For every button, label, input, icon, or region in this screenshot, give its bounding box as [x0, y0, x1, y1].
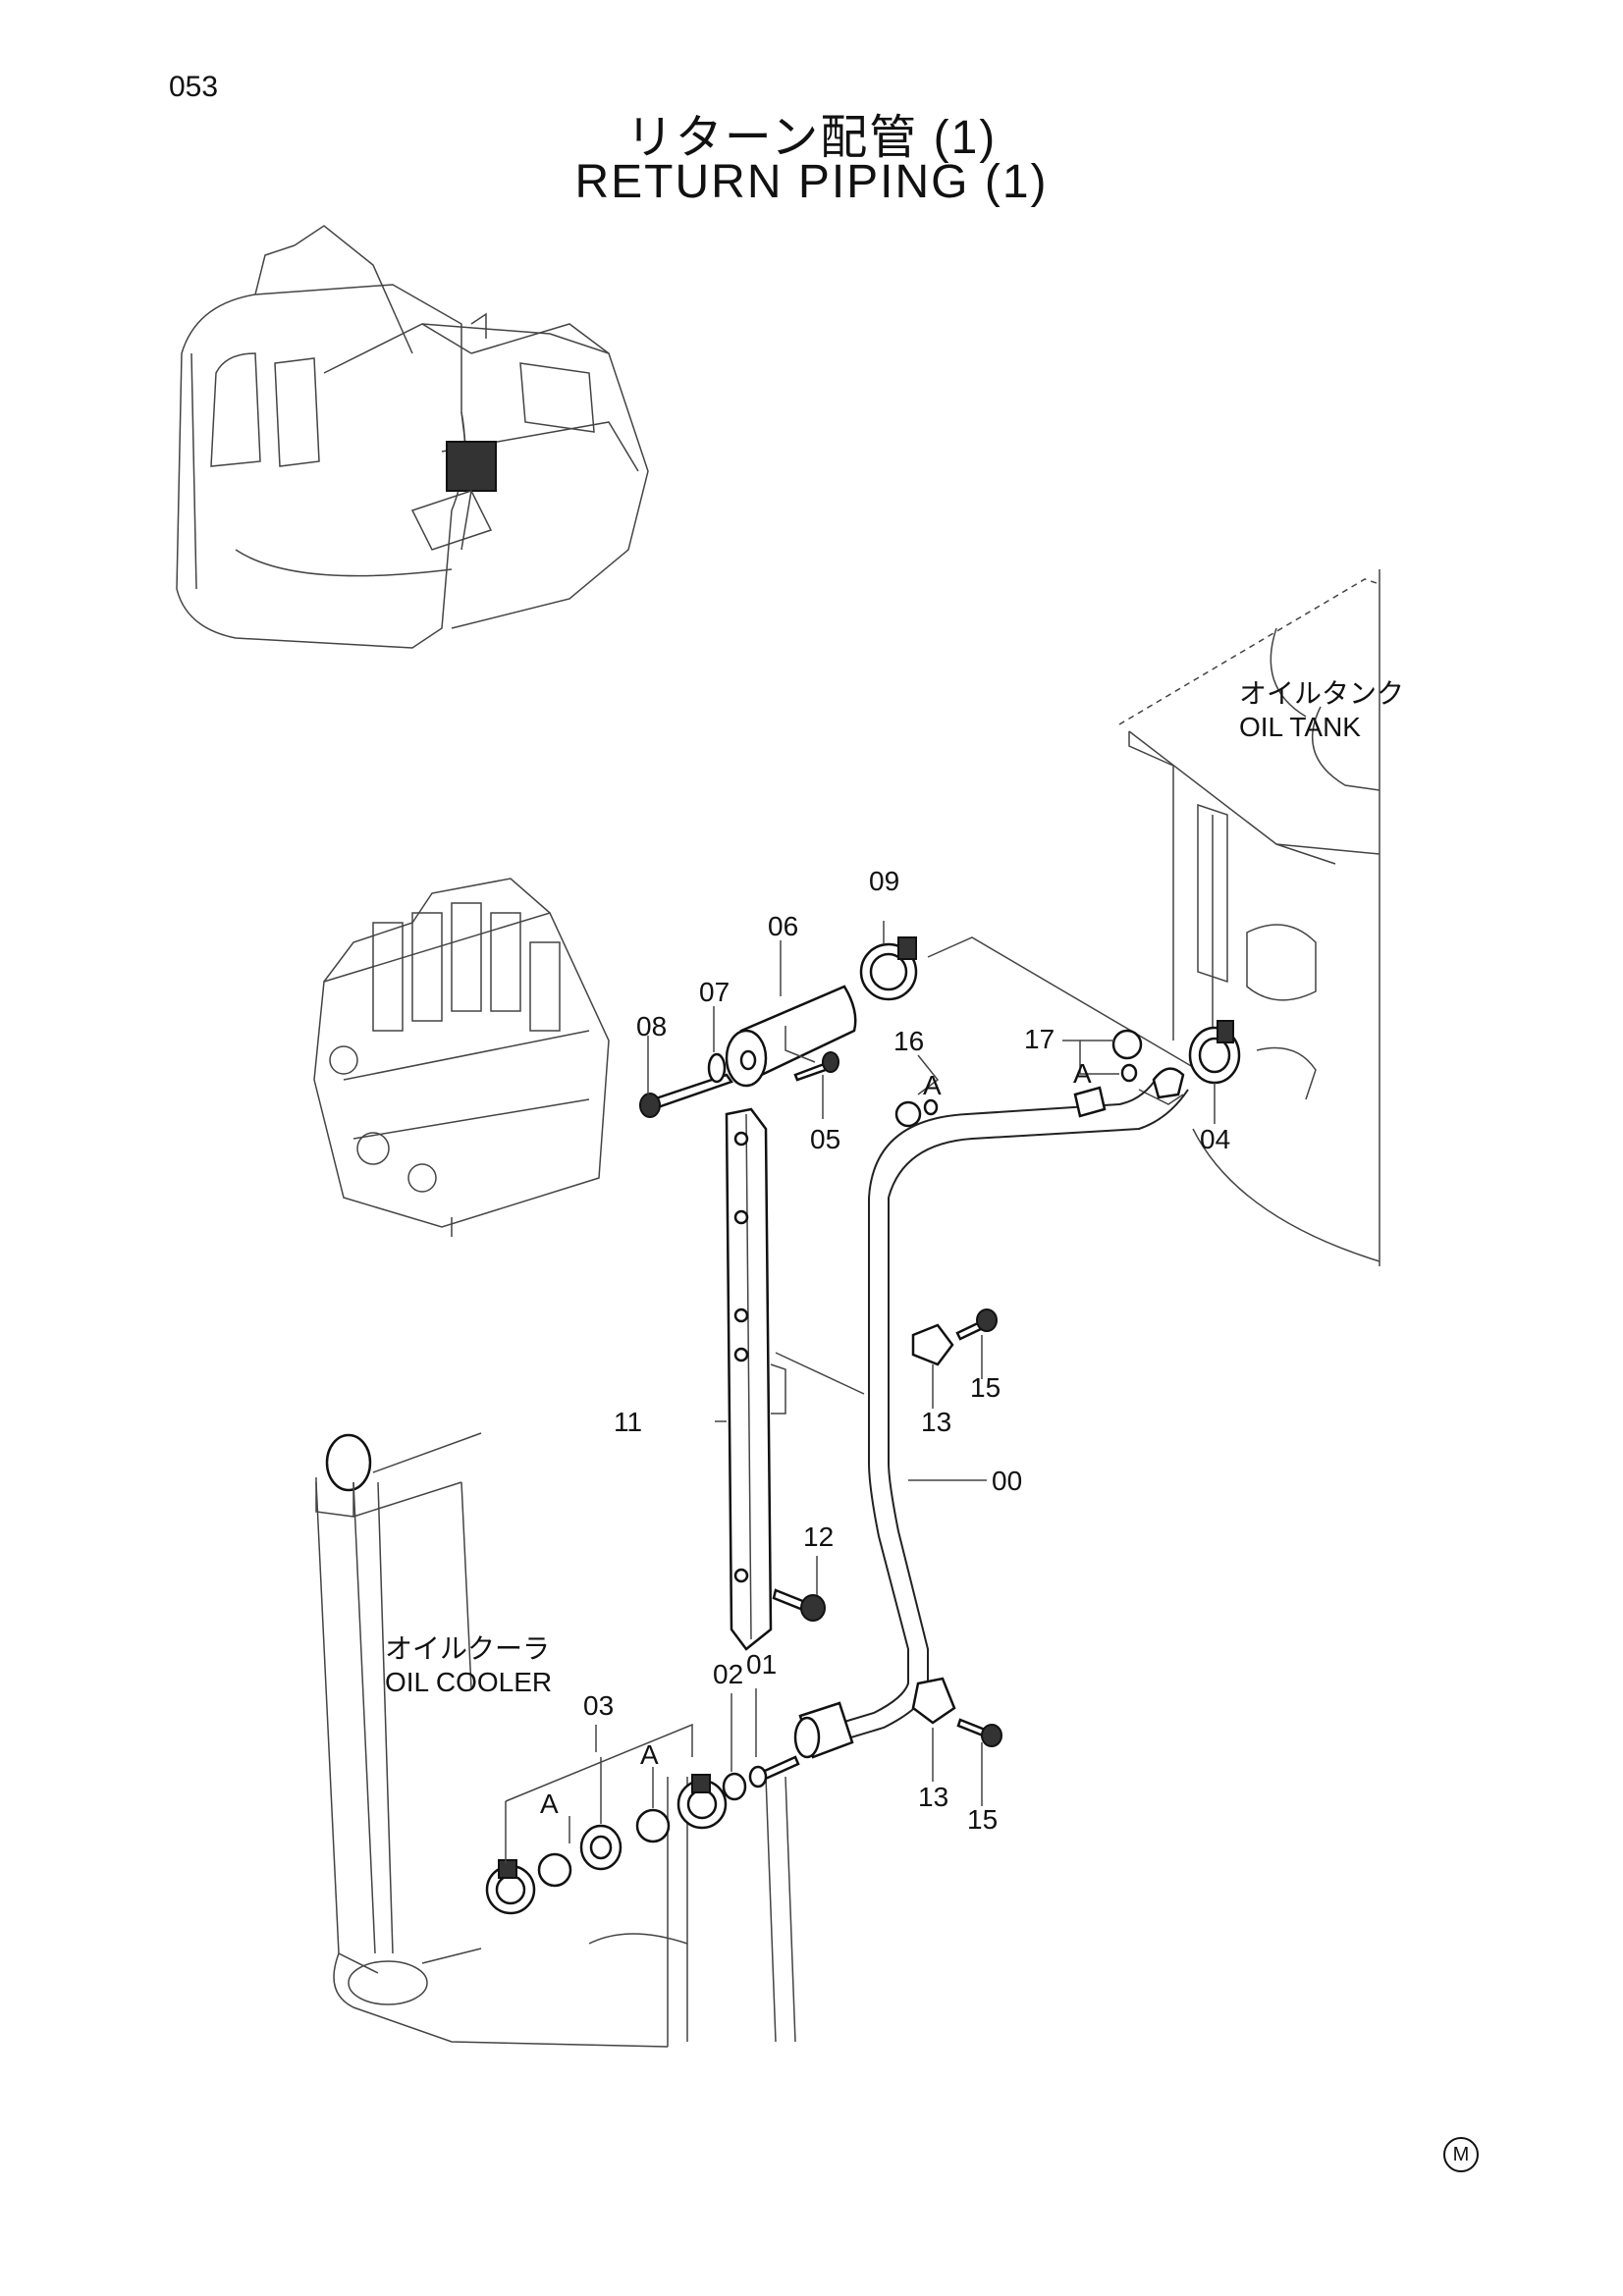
callout-13-lower: 13	[918, 1782, 949, 1812]
callout-07: 07	[699, 977, 730, 1007]
oil-cooler-label-en: OIL COOLER	[385, 1667, 553, 1697]
callout-a-16: A	[923, 1070, 942, 1100]
leader-lines	[505, 921, 1216, 1863]
excavator-thumbnail	[176, 225, 649, 649]
callout-a-17: A	[1073, 1058, 1092, 1089]
bolt-12	[772, 1588, 826, 1622]
callout-13-upper: 13	[921, 1407, 952, 1437]
callout-15-lower: 15	[967, 1804, 999, 1835]
return-pipe	[793, 1067, 1189, 1759]
page-title-english: RETURN PIPING (1)	[574, 156, 1049, 208]
bracket-11	[725, 1107, 865, 1651]
callout-12: 12	[803, 1522, 835, 1552]
callout-a-cooler-right: A	[640, 1739, 659, 1770]
clamp-09	[859, 936, 1199, 1071]
callout-11: 11	[614, 1407, 643, 1437]
callout-09: 09	[869, 866, 900, 896]
callout-03: 03	[583, 1690, 615, 1721]
callout-08: 08	[636, 1011, 668, 1041]
clamp-04-fittings	[894, 1020, 1241, 1128]
callout-02: 02	[713, 1659, 744, 1689]
callout-05: 05	[810, 1124, 841, 1154]
callout-04: 04	[1200, 1124, 1231, 1154]
page-number: 053	[169, 71, 219, 103]
page-title-japanese: リターン配管 (1)	[625, 112, 998, 164]
callout-01: 01	[746, 1649, 778, 1680]
upper-fittings	[639, 985, 857, 1118]
callout-15-upper: 15	[970, 1372, 1001, 1403]
control-valve	[313, 878, 610, 1237]
cooler-fittings	[485, 1755, 800, 1915]
oil-cooler-outline	[315, 1432, 796, 2048]
copyright-mark: M	[1443, 2137, 1479, 2172]
oil-cooler-label-ja: オイルクーラ	[385, 1633, 551, 1664]
callout-06: 06	[768, 911, 799, 941]
oil-tank-label-ja: オイルタンク	[1239, 678, 1405, 709]
callout-a-cooler-left: A	[540, 1789, 559, 1819]
clamps-13-bolts-15	[911, 1308, 1002, 1747]
callout-16: 16	[893, 1026, 925, 1056]
oil-tank-outline	[1118, 569, 1380, 1266]
oil-tank-label-en: OIL TANK	[1239, 712, 1361, 742]
callout-00: 00	[992, 1466, 1023, 1496]
callout-17: 17	[1024, 1024, 1055, 1054]
